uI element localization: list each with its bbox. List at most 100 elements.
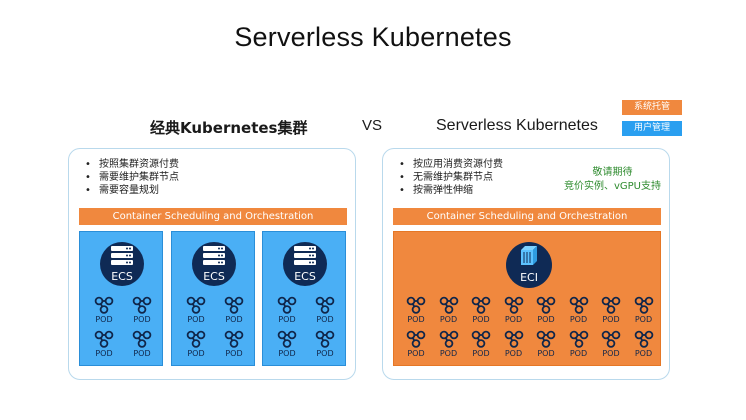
coming-soon-note: 敬请期待 竞价实例、vGPU支持 [564,166,661,194]
bullet-item: 需要容量规划 [83,184,179,197]
pod-label: POD [569,315,588,324]
pod-icon [601,330,621,348]
pod: POD [433,296,465,326]
pod-label: POD [439,349,458,358]
pod-icon [315,296,335,314]
pod: POD [271,296,303,326]
pod: POD [595,296,627,326]
legend-system-hosted: 系统托管 [622,100,682,115]
server-stack-icon [293,245,317,270]
server-stack-icon [110,245,134,270]
pod-icon [94,330,114,348]
pod: POD [126,330,158,360]
pod-label: POD [187,349,205,358]
pod-icon [406,330,426,348]
pod-icon [406,296,426,314]
pod-icon [471,330,491,348]
pod-label: POD [278,315,296,324]
ecs-label: ECS [294,269,316,283]
pod-label: POD [602,349,620,358]
scheduling-bar: Container Scheduling and Orchestration [393,208,661,225]
scheduling-bar: Container Scheduling and Orchestration [79,208,347,225]
ecs-badge: ECS [100,242,144,286]
ecs-node: ECS POD POD POD POD [262,231,346,366]
pod-label: POD [602,315,620,324]
eci-badge: ECI [506,242,552,288]
pod-icon [569,296,589,314]
right-column-title: Serverless Kubernetes [436,117,598,134]
bullet-item: 需要维护集群节点 [83,171,179,184]
bullet-item: 无需维护集群节点 [397,171,503,184]
pod: POD [595,330,627,360]
pod-icon [186,330,206,348]
pod-icon [504,296,524,314]
vs-label: VS [362,117,383,134]
pod: POD [498,296,530,326]
pod: POD [400,330,432,360]
pod: POD [563,330,595,360]
pod: POD [563,296,595,326]
pod-icon [634,330,654,348]
pod-icon [224,330,244,348]
pod: POD [433,330,465,360]
pod: POD [126,296,158,326]
coming-soon-line: 竞价实例、vGPU支持 [563,181,661,192]
pod: POD [88,330,120,360]
pod-label: POD [278,349,296,358]
server-stack-icon [202,245,226,270]
pod-icon [277,330,297,348]
pod-icon [536,330,556,348]
pod-label: POD [504,315,523,324]
pod-icon [186,296,206,314]
bullet-item: 按照集群资源付费 [83,158,179,171]
pod-label: POD [634,315,653,324]
pod: POD [271,330,303,360]
pod-label: POD [537,315,555,324]
pod: POD [530,296,562,326]
pod-label: POD [407,315,425,324]
classic-bullets: 按照集群资源付费 需要维护集群节点 需要容量规划 [83,158,179,197]
pod-label: POD [95,315,113,324]
serverless-cluster-panel: 按应用消费资源付费 无需维护集群节点 按需弹性伸缩 敬请期待 竞价实例、vGPU… [382,148,670,380]
eci-node: ECI POD POD POD POD POD POD POD POD POD POD POD POD… [393,231,661,366]
pod: POD [88,296,120,326]
pod-label: POD [187,315,205,324]
pod-icon [634,296,654,314]
pod-icon [224,296,244,314]
ecs-label: ECS [111,269,133,283]
bullet-item: 按应用消费资源付费 [397,158,503,171]
pod-icon [536,296,556,314]
pod-icon [471,296,491,314]
pod-label: POD [316,315,334,324]
pod: POD [218,296,250,326]
pod-label: POD [316,349,334,358]
ecs-badge: ECS [192,242,236,286]
eci-label: ECI [520,271,538,284]
pod-label: POD [133,315,151,324]
pod-icon [601,296,621,314]
pod-label: POD [225,315,243,324]
pod-label: POD [569,349,588,358]
pod: POD [498,330,530,360]
pod-label: POD [634,349,653,358]
pod-label: POD [407,349,425,358]
pod: POD [180,330,212,360]
pod-icon [277,296,297,314]
pod: POD [628,296,660,326]
ecs-label: ECS [203,269,225,283]
pod: POD [400,296,432,326]
legend-user-managed: 用户管理 [622,121,682,136]
pod: POD [309,296,341,326]
pod: POD [309,330,341,360]
pod-icon [94,296,114,314]
pod-icon [439,296,459,314]
pod-label: POD [504,349,523,358]
coming-soon-line: 敬请期待 [592,167,633,178]
bullet-item: 按需弹性伸缩 [397,184,503,197]
classic-cluster-panel: 按照集群资源付费 需要维护集群节点 需要容量规划 Container Sched… [68,148,356,380]
pod-icon [132,296,152,314]
